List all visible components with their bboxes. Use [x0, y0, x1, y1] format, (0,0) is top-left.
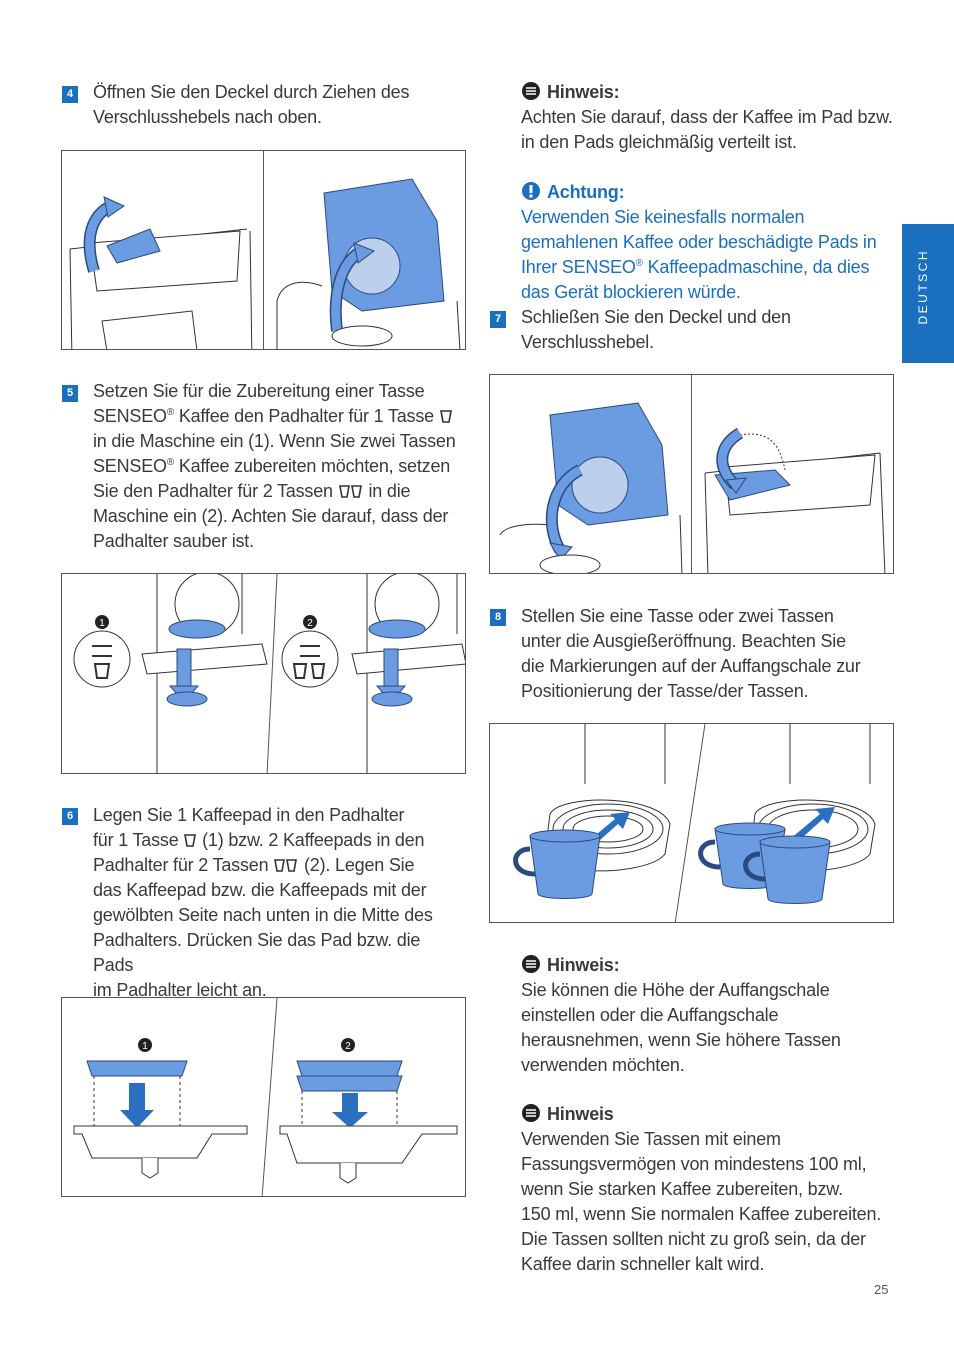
step-6-line-5: gewölbten Seite nach unten in die Mitte … — [93, 905, 433, 925]
two-cups-icon — [274, 859, 298, 872]
step-8-line-3: die Markierungen auf der Auffangschale z… — [521, 656, 861, 676]
note-2-line-1: Sie können die Höhe der Auffangschale — [521, 980, 830, 1000]
note-2-line-3: herausnehmen, wenn Sie höhere Tassen — [521, 1030, 841, 1050]
step-6-line-4: das Kaffeepad bzw. die Kaffeepads mit de… — [93, 880, 427, 900]
label-1: 1 — [99, 618, 105, 629]
step-5-line-2: SENSEO® Kaffee den Padhalter für 1 Tasse — [93, 404, 463, 429]
step-7-text: Schließen Sie den Deckel und den Verschl… — [521, 305, 791, 355]
step-5-line-4: SENSEO® Kaffee zubereiten möchten, setze… — [93, 456, 451, 476]
step-7-line-1: Schließen Sie den Deckel und den — [521, 307, 791, 327]
section-tab-label: DEUTSCH — [916, 249, 930, 325]
note-icon — [522, 1104, 540, 1122]
figure-close-lid — [489, 374, 894, 574]
note-3-line-3: wenn Sie starken Kaffee zubereiten, bzw. — [521, 1179, 843, 1199]
figure-position-cups — [489, 723, 894, 923]
step-8-line-4: Positionierung der Tasse/der Tassen. — [521, 681, 809, 701]
figure-insert-padholder: 1 2 — [61, 573, 466, 774]
page-number: 25 — [874, 1282, 889, 1297]
open-lid-illustration — [69, 178, 461, 349]
warning-line-4: das Gerät blockieren würde. — [521, 282, 741, 302]
padholder-illustration: 1 2 — [73, 574, 465, 773]
note-3-line-5: Die Tassen sollten nicht zu groß sein, d… — [521, 1229, 866, 1249]
note-icon — [522, 955, 540, 973]
step-5-line-6: Maschine ein (2). Achten Sie darauf, das… — [93, 506, 449, 526]
step-6-text: Legen Sie 1 Kaffeepad in den Padhalter f… — [93, 803, 463, 1003]
step-4-number: 4 — [62, 86, 78, 103]
step-4-line-2: Verschlusshebels nach oben. — [93, 107, 322, 127]
note-3-line-6: Kaffee darin schneller kalt wird. — [521, 1254, 765, 1274]
step-8-line-2: unter die Ausgießeröffnung. Beachten Sie — [521, 631, 846, 651]
step-7-line-2: Verschlusshebel. — [521, 332, 654, 352]
warning-title-row: Achtung: — [521, 180, 901, 205]
step-8-line-1: Stellen Sie eine Tasse oder zwei Tassen — [521, 606, 834, 626]
warning-line-3: Ihrer SENSEO® Kaffeepadmaschine, da dies — [521, 257, 870, 277]
label-2: 2 — [345, 1041, 351, 1052]
note-3: Hinweis Verwenden Sie Tassen mit einem F… — [521, 1102, 901, 1277]
step-5-line-7: Padhalter sauber ist. — [93, 531, 254, 551]
step-4-line-1: Öffnen Sie den Deckel durch Ziehen des — [93, 82, 410, 102]
note-2: Hinweis: Sie können die Höhe der Auffang… — [521, 953, 901, 1078]
note-3-line-2: Fassungsvermögen von mindestens 100 ml, — [521, 1154, 867, 1174]
note-3-line-4: 150 ml, wenn Sie normalen Kaffee zuberei… — [521, 1204, 882, 1224]
label-2: 2 — [307, 618, 313, 629]
step-5-line-3: in die Maschine ein (1). Wenn Sie zwei T… — [93, 431, 456, 451]
step-5-text: Setzen Sie für die Zubereitung einer Tas… — [93, 379, 463, 554]
note-icon — [522, 82, 540, 100]
note-1-line-1: Achten Sie darauf, dass der Kaffee im Pa… — [521, 107, 893, 127]
step-8-number: 8 — [490, 609, 506, 626]
one-cup-icon — [184, 834, 197, 847]
step-5-number: 5 — [62, 385, 78, 402]
note-1-title-row: Hinweis: — [521, 80, 901, 105]
note-2-title-row: Hinweis: — [521, 953, 901, 978]
section-tab: DEUTSCH — [902, 224, 954, 363]
step-8-text: Stellen Sie eine Tasse oder zwei Tassen … — [521, 604, 901, 704]
note-1-line-2: in den Pads gleichmäßig verteilt ist. — [521, 132, 797, 152]
figure-place-pads: 1 2 — [61, 997, 466, 1197]
warning-box: Achtung: Verwenden Sie keinesfalls norma… — [521, 180, 901, 305]
step-6-line-3: Padhalter für 2 Tassen (2). Legen Sie — [93, 855, 415, 875]
step-6-line-2: für 1 Tasse (1) bzw. 2 Kaffeepads in den — [93, 830, 425, 850]
step-7-number: 7 — [490, 311, 506, 328]
note-2-line-4: verwenden möchten. — [521, 1055, 685, 1075]
step-4-text: Öffnen Sie den Deckel durch Ziehen des V… — [93, 80, 409, 130]
step-6-line-7: im Padhalter leicht an. — [93, 980, 267, 1000]
cups-illustration — [513, 724, 876, 922]
pads-illustration: 1 2 — [73, 998, 458, 1196]
note-1: Hinweis: Achten Sie darauf, dass der Kaf… — [521, 80, 901, 155]
note-2-line-2: einstellen oder die Auffangschale — [521, 1005, 779, 1025]
step-5-line-5: Sie den Padhalter für 2 Tassen in die — [93, 481, 411, 501]
step-6-line-1: Legen Sie 1 Kaffeepad in den Padhalter — [93, 805, 405, 825]
warning-line-2: gemahlenen Kaffee oder beschädigte Pads … — [521, 232, 877, 252]
one-cup-icon — [439, 410, 452, 423]
step-6-number: 6 — [62, 808, 78, 825]
label-1: 1 — [142, 1041, 148, 1052]
close-lid-illustration — [499, 402, 886, 573]
step-6-line-6: Padhalters. Drücken Sie das Pad bzw. die… — [93, 930, 421, 975]
note-3-line-1: Verwenden Sie Tassen mit einem — [521, 1129, 781, 1149]
figure-open-lid — [61, 150, 466, 350]
warning-line-1: Verwenden Sie keinesfalls normalen — [521, 207, 805, 227]
note-3-title-row: Hinweis — [521, 1102, 901, 1127]
warning-icon — [522, 182, 540, 200]
two-cups-icon — [338, 485, 362, 498]
step-5-line-1: Setzen Sie für die Zubereitung einer Tas… — [93, 381, 425, 401]
